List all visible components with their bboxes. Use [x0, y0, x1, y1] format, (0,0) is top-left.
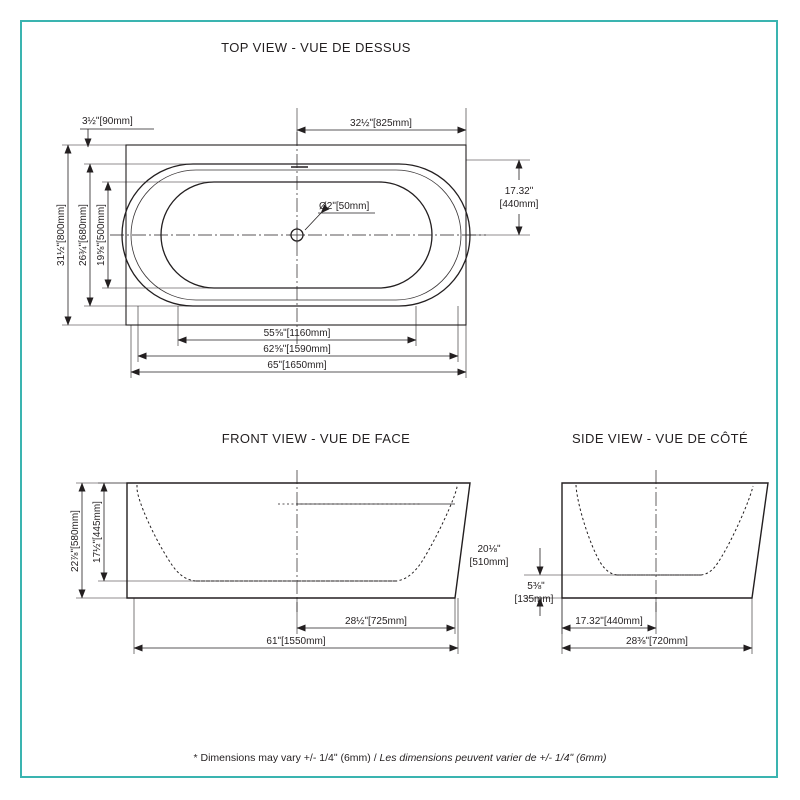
front-overall-height-label: 22⅞ʺ[580mm]	[70, 510, 81, 572]
top-view-outer-oval-offset	[130, 169, 462, 301]
front-inner-height-label: 17½ʺ[445mm]	[92, 501, 103, 563]
front-base-length-label: 61ʺ[1550mm]	[266, 636, 325, 647]
side-base-inner-label-in: 5⅜ʺ	[527, 581, 545, 592]
drain-leader	[304, 204, 330, 231]
front-right-height-label-mm: [510mm]	[470, 557, 509, 568]
right-depth-label-in: 17.32ʺ	[505, 186, 534, 197]
right-depth-label-mm: [440mm]	[500, 199, 539, 210]
footer-note-fr: Les dimensions peuvent varier de +/- 1/4…	[379, 752, 607, 764]
overall-length-label: 65ʺ[1650mm]	[267, 360, 326, 371]
drawing-border	[20, 20, 778, 778]
front-base-inner-label: 28½ʺ[725mm]	[345, 616, 407, 627]
inner-length-label: 55⅝ʺ[1160mm]	[264, 328, 331, 339]
top-view-title: TOP VIEW - VUE DE DESSUS	[221, 40, 411, 55]
drain-dimension-label: Ø2ʺ[50mm]	[319, 201, 369, 212]
top-width-label: 32½ʺ[825mm]	[350, 118, 412, 129]
side-overall-width-label: 28⅜ʺ[720mm]	[626, 636, 688, 647]
overall-depth-label: 31½ʺ[800mm]	[56, 204, 67, 266]
footer-note-en: * Dimensions may vary +/- 1/4ʺ (6mm) /	[193, 752, 380, 764]
side-inner-width-label: 17.32ʺ[440mm]	[575, 616, 643, 627]
side-base-inner-label-mm: [135mm]	[515, 594, 554, 605]
oval-length-label: 62⅝ʺ[1590mm]	[263, 344, 331, 355]
top-view-inner-oval	[160, 181, 433, 289]
outer-oval-depth-label: 26¾ʺ[680mm]	[78, 204, 89, 266]
side-view-outline	[561, 482, 769, 599]
inner-oval-depth-label: 19⅝ʺ[500mm]	[96, 204, 107, 266]
top-view-outer-oval	[121, 163, 471, 307]
rim-offset-label: 3½ʺ[90mm]	[82, 116, 133, 127]
footer-note: * Dimensions may vary +/- 1/4ʺ (6mm) / L…	[0, 752, 800, 764]
side-view-title: SIDE VIEW - VUE DE CÔTÉ	[572, 431, 748, 446]
side-view-inner-profile	[575, 484, 754, 576]
front-view-title: FRONT VIEW - VUE DE FACE	[222, 431, 411, 446]
front-right-height-label-in: 20⅛ʺ	[477, 544, 500, 555]
front-view-inner-profile	[136, 484, 459, 582]
